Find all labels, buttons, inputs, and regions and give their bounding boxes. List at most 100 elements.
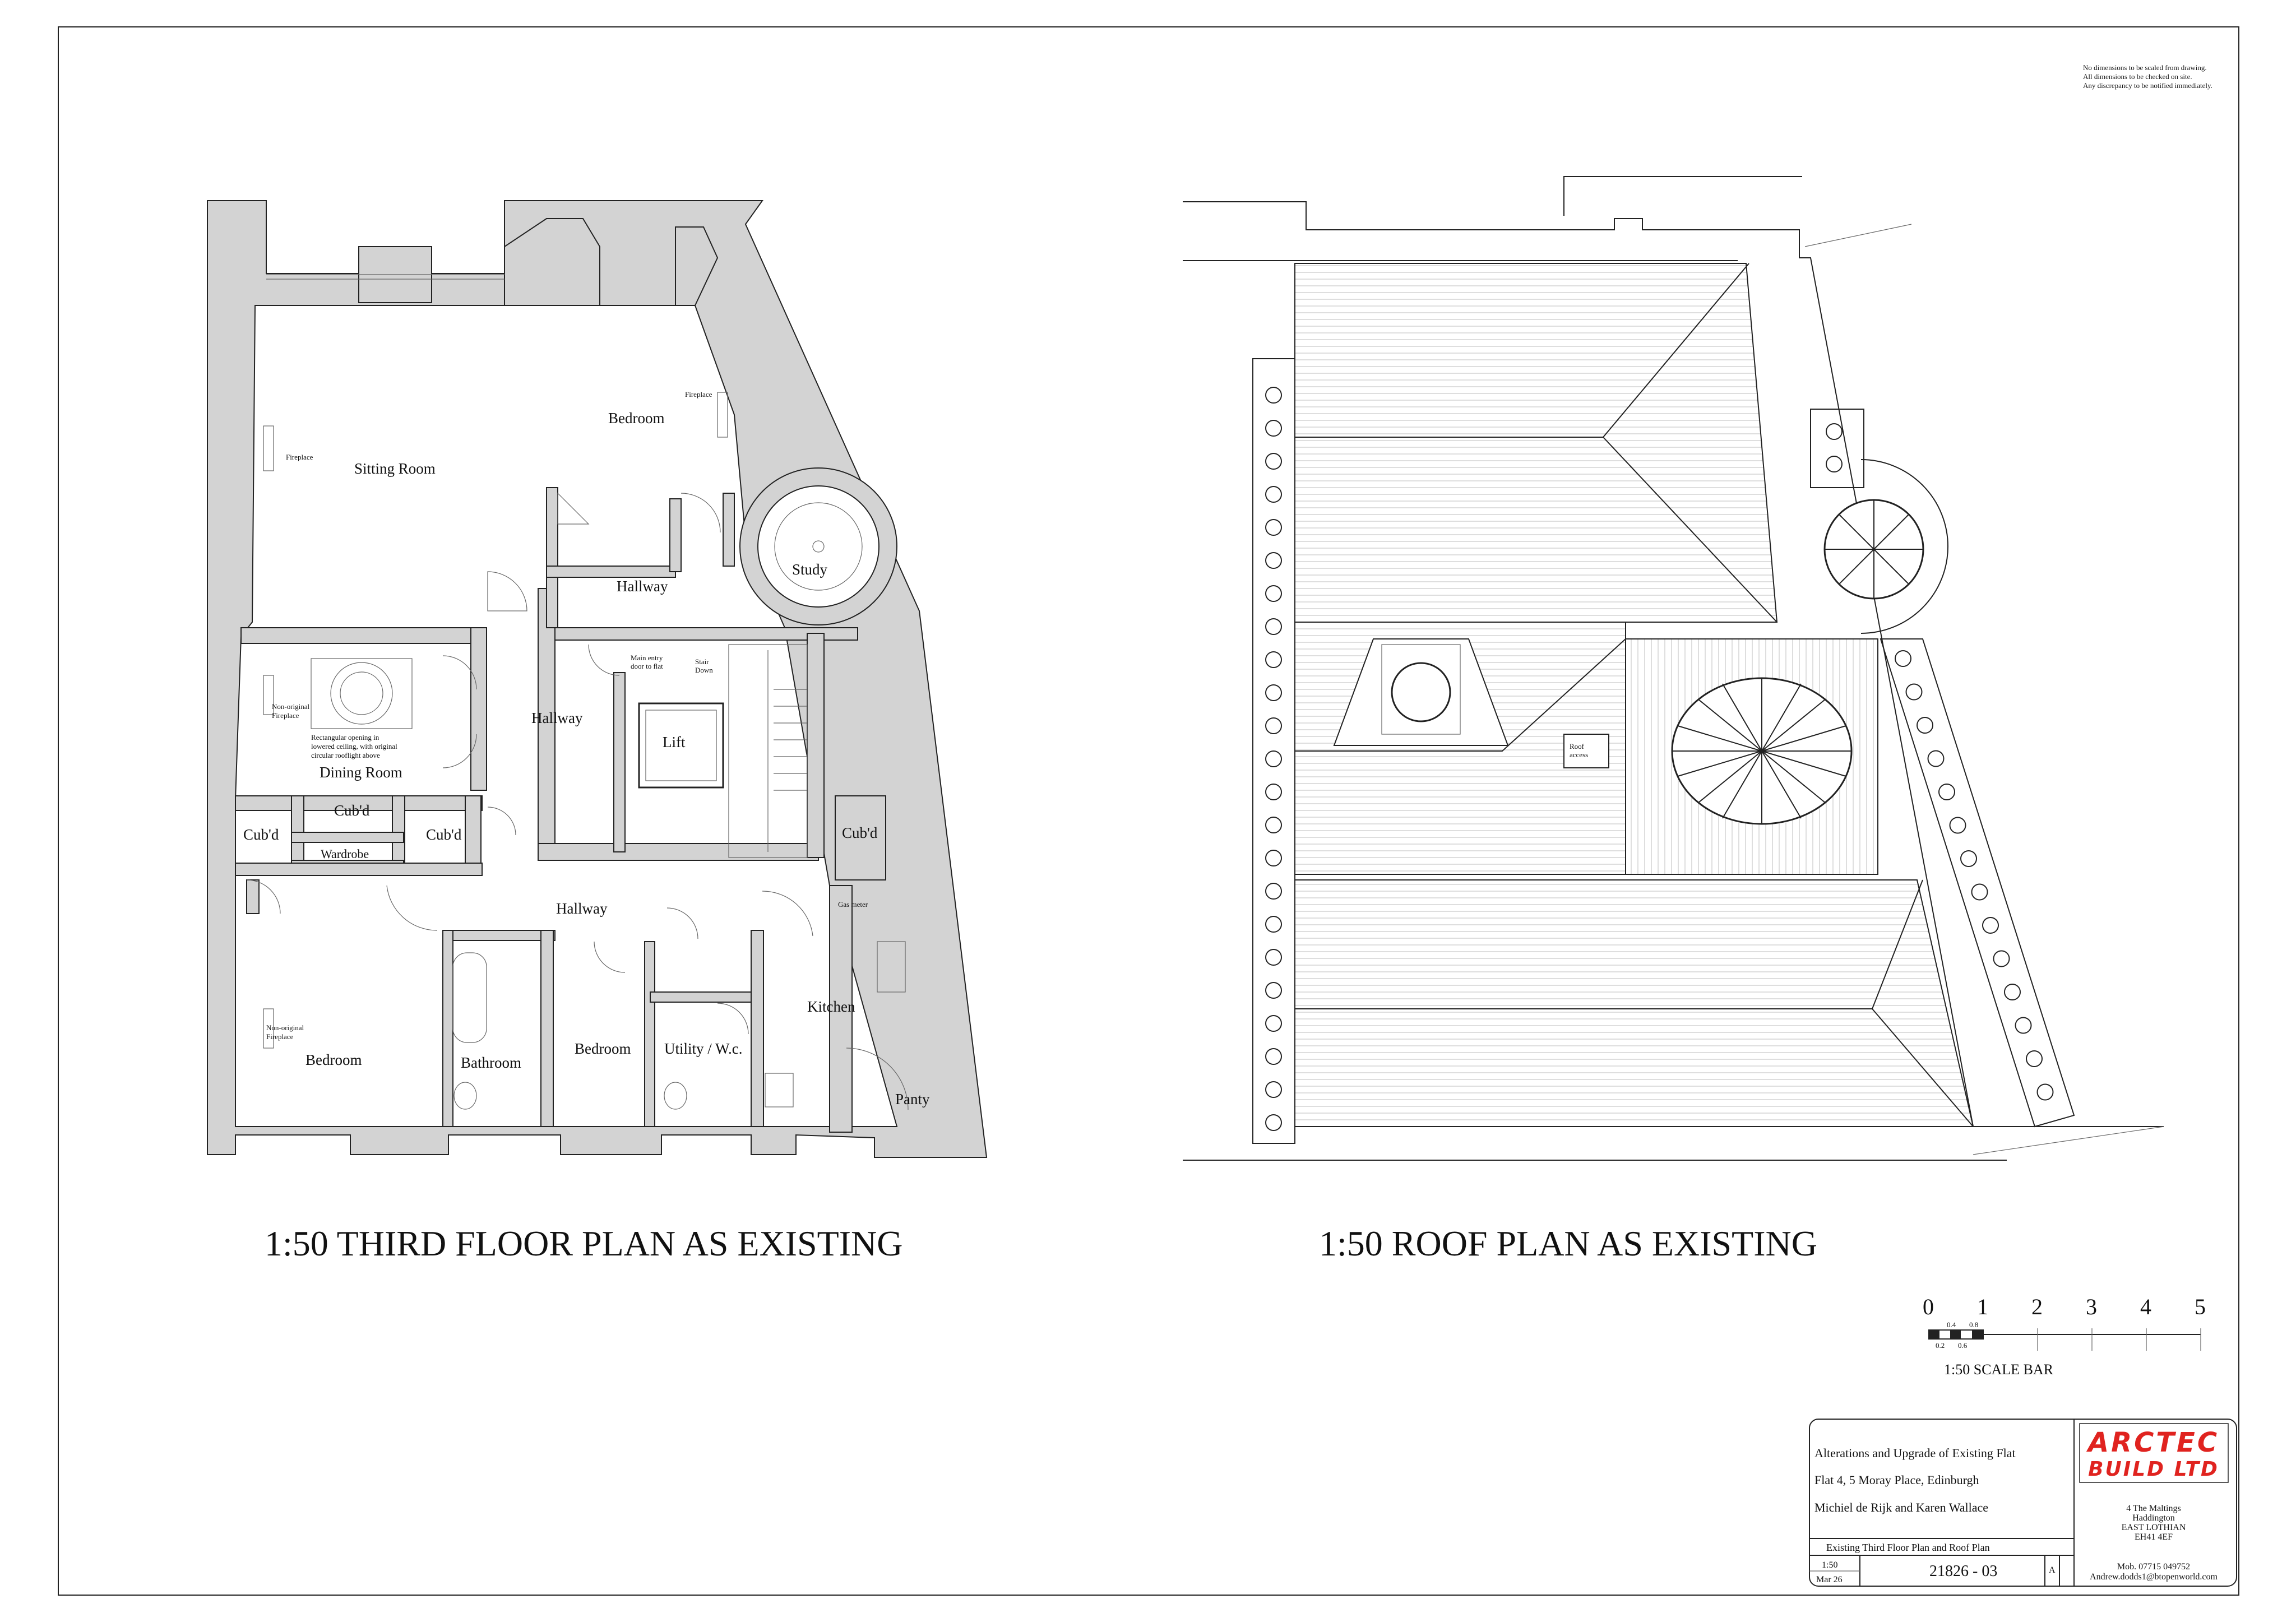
title-block: Alterations and Upgrade of Existing Flat… bbox=[1809, 1419, 2237, 1587]
baluster bbox=[1265, 916, 1282, 933]
label-bathroom: Bathroom bbox=[461, 1054, 521, 1071]
roof-line-ne bbox=[1804, 224, 1912, 247]
label-bedroom-left: Bedroom bbox=[305, 1051, 362, 1068]
study-stair-core bbox=[812, 540, 825, 553]
baluster bbox=[1265, 1114, 1282, 1131]
roof-upstand bbox=[1563, 176, 1802, 216]
roof-access-label-1: Roof bbox=[1570, 742, 1585, 750]
scale-bar-label: 1:50 SCALE BAR bbox=[1944, 1361, 2054, 1378]
label-cubd-mid: Cub'd bbox=[426, 826, 462, 843]
note-main-entry-1: Main entry bbox=[631, 654, 663, 662]
baluster bbox=[1265, 420, 1282, 437]
baluster bbox=[1265, 717, 1282, 734]
roof-slope-bottom bbox=[1294, 879, 1974, 1127]
label-lift: Lift bbox=[663, 734, 686, 750]
scale-num-3: 3 bbox=[2086, 1294, 2097, 1319]
note-nonorig-bed-2: Fireplace bbox=[266, 1032, 294, 1041]
oval-lantern bbox=[1671, 677, 1853, 825]
note-rooflight-2: lowered ceiling, with original bbox=[311, 742, 397, 750]
scale-num-5: 5 bbox=[2195, 1294, 2206, 1319]
corner-cupboard bbox=[557, 492, 590, 525]
baluster bbox=[1960, 850, 1977, 867]
plan-notes: Fireplace Fireplace Main entry door to f… bbox=[266, 390, 868, 1041]
roof-plan-title: 1:50 ROOF PLAN AS EXISTING bbox=[1319, 1224, 1817, 1263]
door-swings bbox=[246, 493, 909, 1110]
drawing-date: Mar 26 bbox=[1816, 1575, 1843, 1584]
baluster bbox=[1826, 423, 1843, 440]
scale-num-2: 2 bbox=[2031, 1294, 2043, 1319]
baluster bbox=[1265, 883, 1282, 900]
note-nonorig-bed-1: Non-original bbox=[266, 1023, 304, 1032]
chimney-breast-3 bbox=[675, 226, 719, 306]
address-line-4: EH41 4EF bbox=[2135, 1532, 2173, 1542]
roof-slope-top bbox=[1294, 263, 1778, 623]
roof-plan: Roof access 1:50 ROOF PLAN AS EXISTING bbox=[1183, 176, 2164, 1263]
baluster bbox=[1265, 949, 1282, 966]
baluster bbox=[1265, 1015, 1282, 1032]
baluster bbox=[1265, 486, 1282, 503]
label-bedroom-mid: Bedroom bbox=[575, 1040, 631, 1057]
third-floor-plan: Sitting Room Bedroom Study Hallway Hallw… bbox=[207, 200, 988, 1263]
note-nonorig-dining-1: Non-original bbox=[272, 702, 310, 711]
label-sitting-room: Sitting Room bbox=[354, 460, 436, 477]
label-hallway-bottom: Hallway bbox=[556, 900, 608, 917]
roof-turret bbox=[1823, 459, 1948, 634]
drawing-title: Existing Third Floor Plan and Roof Plan bbox=[1826, 1542, 1990, 1553]
baluster bbox=[1265, 618, 1282, 635]
baluster bbox=[1265, 651, 1282, 668]
baluster bbox=[1895, 650, 1911, 667]
sheet-border bbox=[58, 26, 2239, 1596]
logo-line-2: BUILD LTD bbox=[2088, 1458, 2219, 1481]
scale-black-1 bbox=[1929, 1330, 1939, 1339]
roof-access-hatch: Roof access bbox=[1563, 734, 1609, 768]
dining-fireplace bbox=[263, 675, 274, 715]
chimney-breast-2 bbox=[504, 218, 600, 306]
scale-num-1: 1 bbox=[1977, 1294, 1988, 1319]
bedroom-left-fireplace bbox=[263, 1008, 274, 1049]
address-line-1: 4 The Maltings bbox=[2126, 1504, 2181, 1513]
baluster bbox=[1265, 585, 1282, 602]
baluster bbox=[1927, 750, 1945, 767]
baluster bbox=[1265, 387, 1282, 404]
sitting-fireplace bbox=[263, 425, 274, 471]
baluster bbox=[1265, 982, 1282, 999]
scale-bar: 0 1 2 3 4 5 0.4 0.8 0.2 0.6 1:50 SCALE B… bbox=[1923, 1294, 2206, 1378]
notice-line-3: Any discrepancy to be notified immediate… bbox=[2083, 81, 2212, 90]
label-cubd-right: Cub'd bbox=[842, 824, 878, 841]
small-lantern bbox=[1333, 638, 1509, 746]
note-rooflight-1: Rectangular opening in bbox=[311, 733, 379, 742]
address-line-2: Haddington bbox=[2132, 1513, 2175, 1523]
label-bedroom-top: Bedroom bbox=[608, 410, 665, 427]
baluster bbox=[1905, 683, 1923, 701]
label-study: Study bbox=[792, 561, 828, 578]
baluster bbox=[1265, 850, 1282, 866]
project-line-2: Flat 4, 5 Moray Place, Edinburgh bbox=[1814, 1473, 1979, 1487]
kitchen-hob bbox=[877, 941, 906, 993]
baluster bbox=[2036, 1083, 2054, 1101]
floor-plan-title: 1:50 THIRD FLOOR PLAN AS EXISTING bbox=[265, 1224, 902, 1263]
baluster bbox=[1265, 1048, 1282, 1065]
note-nonorig-dining-2: Fireplace bbox=[272, 711, 299, 720]
note-stair-2: Down bbox=[695, 666, 713, 674]
label-hallway-mid: Hallway bbox=[531, 710, 583, 726]
note-gas-meter: Gas meter bbox=[838, 900, 868, 909]
baluster bbox=[1993, 950, 2010, 967]
scale-black-2 bbox=[1950, 1330, 1961, 1339]
baluster bbox=[1938, 784, 1955, 800]
dining-rooflight bbox=[311, 658, 413, 729]
dimension-notice: No dimensions to be scaled from drawing.… bbox=[2083, 63, 2212, 90]
baluster bbox=[1265, 453, 1282, 470]
project-line-3: Michiel de Rijk and Karen Wallace bbox=[1814, 1500, 1988, 1514]
kitchen-sink bbox=[765, 1073, 794, 1107]
label-cubd-left: Cub'd bbox=[243, 826, 279, 843]
note-fireplace-sitting: Fireplace bbox=[286, 453, 313, 461]
baluster bbox=[2004, 984, 2021, 1000]
bedroom-fireplace bbox=[717, 392, 728, 438]
study-floor bbox=[757, 485, 879, 608]
parapet-balusters bbox=[1265, 387, 2054, 1131]
scale-black-3 bbox=[1972, 1330, 1983, 1339]
baluster bbox=[1917, 717, 1933, 734]
address-line-3: EAST LOTHIAN bbox=[2122, 1523, 2186, 1532]
email-address: Andrew.dodds1@btopenworld.com bbox=[2090, 1572, 2218, 1582]
